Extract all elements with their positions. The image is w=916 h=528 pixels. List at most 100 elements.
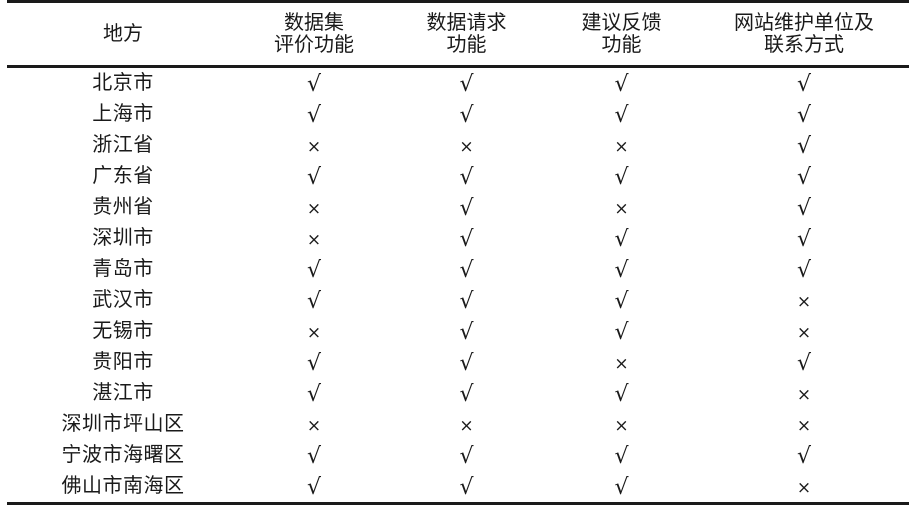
check-mark-cell: √ xyxy=(699,254,909,285)
check-mark-cell: √ xyxy=(389,67,544,100)
check-icon: √ xyxy=(614,444,629,469)
header-label-line: 网站维护单位及 xyxy=(734,11,874,34)
cross-icon: × xyxy=(614,354,629,374)
cross-icon: × xyxy=(796,323,812,343)
check-icon: √ xyxy=(614,289,629,314)
cross-mark-cell: × xyxy=(239,192,389,223)
check-icon: √ xyxy=(306,103,322,128)
check-icon: √ xyxy=(306,382,322,407)
check-mark-cell: √ xyxy=(389,99,544,130)
cross-mark-cell: × xyxy=(699,378,909,409)
check-mark-cell: √ xyxy=(389,254,544,285)
check-icon: √ xyxy=(459,258,474,283)
column-data-request-header: 数据请求功能 xyxy=(389,0,544,68)
check-mark-cell: √ xyxy=(389,378,544,409)
check-mark-cell: √ xyxy=(239,378,389,409)
check-mark-cell: √ xyxy=(699,192,909,223)
place-name-cell: 深圳市坪山区 xyxy=(61,413,185,435)
check-mark-cell: √ xyxy=(544,316,699,347)
check-icon: √ xyxy=(614,103,629,128)
column-place-header: 地方 xyxy=(7,0,239,68)
cross-icon: × xyxy=(796,292,812,312)
check-mark-cell: √ xyxy=(239,67,389,100)
check-icon: √ xyxy=(796,351,812,376)
check-mark-cell: √ xyxy=(544,99,699,130)
table-row: 广东省√√√√ xyxy=(7,161,909,192)
place-name-cell: 武汉市 xyxy=(92,289,154,311)
check-mark-cell: √ xyxy=(699,347,909,378)
table-row: 佛山市南海区√√√× xyxy=(7,471,909,505)
header-label-line: 数据集 xyxy=(284,11,344,34)
check-mark-cell: √ xyxy=(389,285,544,316)
check-mark-cell: √ xyxy=(389,471,544,505)
check-icon: √ xyxy=(459,72,474,97)
place-name-cell: 宁波市海曙区 xyxy=(61,444,185,466)
header-label: 数据集评价功能 xyxy=(239,12,389,57)
header-label-line: 功能 xyxy=(446,34,487,56)
table-row: 武汉市√√√× xyxy=(7,285,909,316)
check-icon: √ xyxy=(796,72,812,97)
header-label-line: 评价功能 xyxy=(274,34,354,56)
check-icon: √ xyxy=(796,134,812,159)
table-row: 贵州省×√×√ xyxy=(7,192,909,223)
table-row: 浙江省×××√ xyxy=(7,130,909,161)
check-mark-cell: √ xyxy=(699,67,909,100)
table-row: 贵阳市√√×√ xyxy=(7,347,909,378)
place-name-cell: 北京市 xyxy=(92,72,154,94)
cross-icon: × xyxy=(306,137,322,157)
check-icon: √ xyxy=(306,444,322,469)
check-mark-cell: √ xyxy=(389,161,544,192)
check-mark-cell: √ xyxy=(544,440,699,471)
place-name-cell: 佛山市南海区 xyxy=(7,471,239,505)
check-icon: √ xyxy=(459,351,474,376)
cross-mark-cell: × xyxy=(239,316,389,347)
cross-icon: × xyxy=(306,323,322,343)
check-mark-cell: √ xyxy=(389,440,544,471)
place-name-cell: 贵州省 xyxy=(92,196,154,218)
check-mark-cell: √ xyxy=(544,254,699,285)
check-icon: √ xyxy=(614,382,629,407)
check-icon: √ xyxy=(459,165,474,190)
check-icon: √ xyxy=(796,258,812,283)
check-mark-cell: √ xyxy=(544,223,699,254)
place-name-cell: 湛江市 xyxy=(92,382,154,404)
cross-icon: × xyxy=(459,416,474,436)
check-mark-cell: √ xyxy=(699,440,909,471)
cross-mark-cell: × xyxy=(239,130,389,161)
check-icon: √ xyxy=(796,227,812,252)
check-mark-cell: √ xyxy=(699,99,909,130)
check-mark-cell: √ xyxy=(699,223,909,254)
check-mark-cell: √ xyxy=(544,67,699,100)
table-row: 深圳市×√√√ xyxy=(7,223,909,254)
check-mark-cell: √ xyxy=(239,99,389,130)
check-mark-cell: √ xyxy=(389,223,544,254)
header-label: 建议反馈功能 xyxy=(544,12,699,57)
check-mark-cell: √ xyxy=(239,254,389,285)
check-mark-cell: √ xyxy=(544,471,699,505)
check-icon: √ xyxy=(459,475,474,500)
check-mark-cell: √ xyxy=(699,130,909,161)
comparison-table: 地方数据集评价功能数据请求功能建议反馈功能网站维护单位及联系方式 北京市√√√√… xyxy=(7,0,909,505)
place-name-cell: 浙江省 xyxy=(92,134,154,156)
check-mark-cell: √ xyxy=(389,316,544,347)
check-icon: √ xyxy=(614,258,629,283)
check-icon: √ xyxy=(796,103,812,128)
cross-icon: × xyxy=(796,478,812,498)
header-label-line: 数据请求 xyxy=(426,11,507,34)
check-mark-cell: √ xyxy=(544,285,699,316)
check-icon: √ xyxy=(796,165,812,190)
check-icon: √ xyxy=(459,103,474,128)
table-row: 湛江市 √ √ √ × xyxy=(7,378,909,409)
place-name-cell: 广东省 xyxy=(92,165,154,187)
check-mark-cell: √ xyxy=(239,161,389,192)
cross-icon: × xyxy=(614,199,629,219)
cross-icon: × xyxy=(614,416,629,436)
column-suggestion-feedback-header: 建议反馈功能 xyxy=(544,0,699,68)
place-name-cell: 上海市 xyxy=(92,103,154,125)
header-label-line: 功能 xyxy=(601,34,642,56)
cross-icon: × xyxy=(306,416,322,436)
check-icon: √ xyxy=(306,165,322,190)
table-header-row: 地方数据集评价功能数据请求功能建议反馈功能网站维护单位及联系方式 xyxy=(7,0,909,68)
place-name-cell: 深圳市 xyxy=(92,227,154,249)
